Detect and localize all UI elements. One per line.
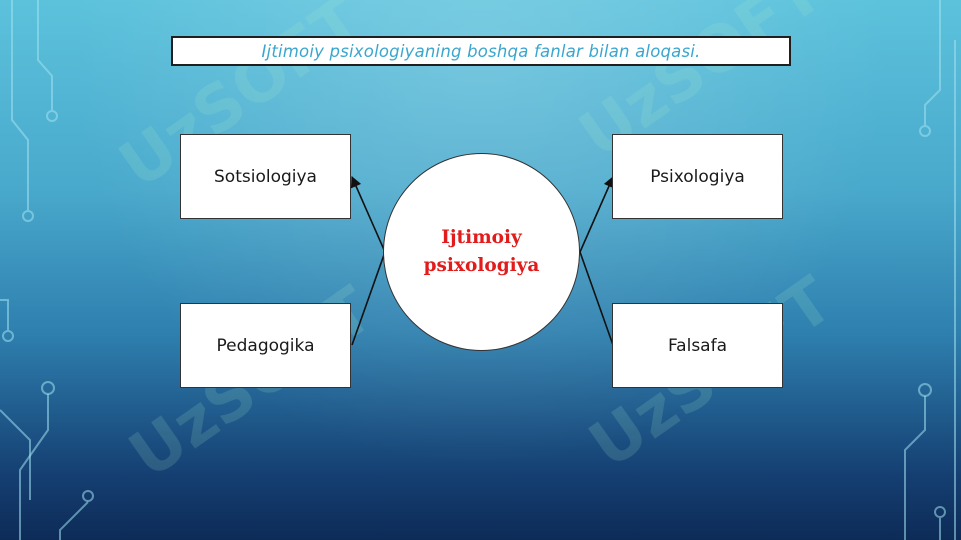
node-sotsiologiya: Sotsiologiya xyxy=(180,134,351,219)
center-circle: Ijtimoiy psixologiya xyxy=(383,153,580,351)
center-label: Ijtimoiy psixologiya xyxy=(423,227,540,276)
node-pedagogika-label: Pedagogika xyxy=(216,335,315,356)
node-sotsiologiya-label: Sotsiologiya xyxy=(214,166,317,187)
node-falsafa: Falsafa xyxy=(612,303,783,388)
arrow-to-falsafa xyxy=(579,251,614,346)
node-pedagogika: Pedagogika xyxy=(180,303,351,388)
slide-title: Ijtimoiy psixologiyaning boshqa fanlar b… xyxy=(261,41,701,61)
arrow-to-psixologiya xyxy=(579,175,615,253)
slide-title-box: Ijtimoiy psixologiyaning boshqa fanlar b… xyxy=(171,36,791,66)
arrow-to-pedagogika xyxy=(351,251,386,346)
node-psixologiya: Psixologiya xyxy=(612,134,783,219)
arrow-to-sotsiologiya xyxy=(350,175,386,253)
node-falsafa-label: Falsafa xyxy=(667,335,728,356)
node-psixologiya-label: Psixologiya xyxy=(650,166,745,187)
